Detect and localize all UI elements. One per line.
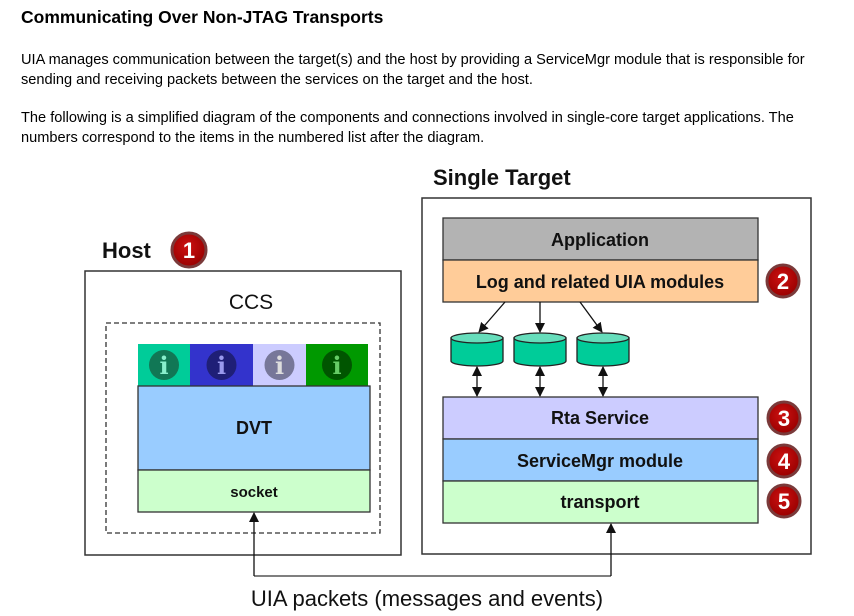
target-group: Single Target Application Log and relate… xyxy=(421,165,812,555)
info-icon xyxy=(149,350,179,380)
badge-number: 3 xyxy=(778,406,790,431)
log-to-buffer-arrow xyxy=(478,301,506,333)
badge-circle xyxy=(766,483,802,519)
badge-number: 5 xyxy=(778,489,790,514)
host-title: Host xyxy=(102,238,152,263)
info-glyph: i xyxy=(159,351,168,380)
badge-number: 1 xyxy=(183,238,195,263)
buffer-group xyxy=(450,332,630,367)
ccs-label: CCS xyxy=(229,291,273,314)
rta-badge: 3 xyxy=(766,400,802,436)
packet-connection: UIA packets (messages and events) xyxy=(249,512,616,611)
buffer-cylinder xyxy=(450,332,504,367)
badge-circle xyxy=(170,231,208,269)
servicemgr-box xyxy=(442,438,759,482)
transport-label: transport xyxy=(560,492,639,512)
cylinder-body xyxy=(513,337,567,367)
cylinder-body xyxy=(576,337,630,367)
log-modules-box xyxy=(442,259,759,303)
info-icon xyxy=(206,350,237,380)
cylinder-body xyxy=(450,337,504,367)
packets-label: UIA packets (messages and events) xyxy=(251,586,603,611)
cylinder-top xyxy=(450,332,504,344)
info-icon xyxy=(264,350,295,380)
target-title: Single Target xyxy=(433,165,571,190)
intro-paragraph: UIA manages communication between the ta… xyxy=(21,52,805,88)
info-icon-tile: i xyxy=(306,344,368,386)
ccs-dashed-box xyxy=(105,322,381,534)
buffer-cylinder xyxy=(576,332,630,367)
transport-box xyxy=(442,480,759,524)
cylinder-top xyxy=(576,332,630,344)
buffer-cylinder xyxy=(513,332,567,367)
servicemgr-badge: 4 xyxy=(766,443,802,479)
info-icon-tile: i xyxy=(190,344,253,386)
badge-number: 2 xyxy=(777,269,789,294)
application-label: Application xyxy=(551,230,649,250)
badge-circle xyxy=(765,263,801,299)
badge-circle xyxy=(766,400,802,436)
info-icon-tile: i xyxy=(138,344,190,386)
cylinder-top xyxy=(513,332,567,344)
log-badge: 2 xyxy=(765,263,801,299)
servicemgr-label: ServiceMgr module xyxy=(517,451,683,471)
log-modules-label: Log and related UIA modules xyxy=(476,272,724,292)
transport-badge: 5 xyxy=(766,483,802,519)
info-glyph: i xyxy=(275,351,284,380)
application-box xyxy=(442,217,759,261)
log-to-buffer-arrow xyxy=(579,301,603,333)
rta-service-label: Rta Service xyxy=(551,408,649,428)
dvt-box xyxy=(137,385,371,471)
badge-number: 4 xyxy=(778,449,791,474)
badge-circle xyxy=(766,443,802,479)
host-badge: 1 xyxy=(170,231,208,269)
page-heading: Communicating Over Non-JTAG Transports xyxy=(21,7,384,27)
host-group: Host 1 CCS i i i i DVT socket xyxy=(84,231,402,556)
info-glyph: i xyxy=(332,351,341,380)
rta-service-box xyxy=(442,396,759,440)
info-icon-tile: i xyxy=(253,344,306,386)
socket-box xyxy=(137,469,371,513)
info-glyph: i xyxy=(217,351,226,380)
socket-label: socket xyxy=(230,484,278,501)
info-icon xyxy=(322,350,352,380)
diagram-description: The following is a simplified diagram of… xyxy=(21,110,794,146)
dvt-label: DVT xyxy=(236,418,272,438)
